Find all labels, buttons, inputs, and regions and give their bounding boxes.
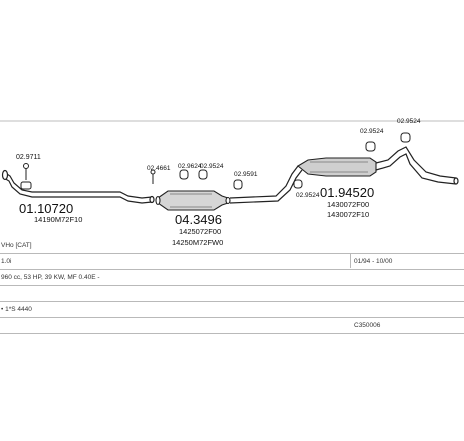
label-rear-oem-1: 1430072F00 [327, 200, 369, 209]
label-rear-clamp-low: 02.9524 [296, 192, 320, 199]
table-row-empty [0, 286, 464, 302]
table-row-specs: 960 cc, 53 HP, 39 KW, MF 0.40E - [0, 270, 464, 286]
cell-engine: 1.0i [1, 258, 12, 265]
catalytic-converter [155, 190, 231, 211]
rear-clamp-top-icon [365, 141, 376, 152]
cat-clamp-right-icon [198, 169, 208, 180]
label-rear-clamp-top: 02.9524 [360, 128, 384, 135]
front-clamp-icon [20, 163, 32, 190]
cell-specs: 960 cc, 53 HP, 39 KW, MF 0.40E - [1, 274, 100, 281]
label-rear-code: 01.94520 [320, 185, 374, 200]
label-rear-oem-2: 1430072F10 [327, 210, 369, 219]
label-cat-oem-2: 14250M72FW0 [172, 238, 223, 247]
tail-pipe [375, 146, 459, 185]
table-row-note: • 1*S 4440 [0, 302, 464, 318]
cell-reference: C350006 [354, 322, 381, 329]
label-tail-clamp: 02.9524 [397, 118, 421, 125]
vehicle-info-table: VHo [CAT] 1.0i 01/94 - 10/00 960 cc, 53 … [0, 238, 464, 334]
label-cat-oem-1: 1425072F00 [179, 227, 221, 236]
cell-model: VHo [CAT] [1, 242, 32, 249]
label-cat-clamp-left: 02.9624 [178, 163, 202, 170]
label-cat-code: 04.3496 [175, 212, 222, 227]
tail-clamp-icon [400, 132, 411, 143]
rear-clamp-low-icon [293, 179, 303, 189]
cat-clamp-left-icon [179, 169, 189, 180]
front-pipe [1, 169, 155, 204]
label-front-pipe-code: 01.10720 [19, 201, 73, 216]
mid-clamp-icon [233, 179, 243, 190]
table-column-divider [350, 253, 351, 268]
label-mid-clamp: 02.9591 [234, 171, 258, 178]
cat-bolt-icon [150, 169, 156, 184]
middle-pipe [229, 165, 303, 204]
cell-years: 01/94 - 10/00 [354, 258, 393, 265]
table-row-engine: 1.0i 01/94 - 10/00 [0, 254, 464, 270]
label-cat-clamp-right: 02.9524 [200, 163, 224, 170]
cell-note: • 1*S 4440 [1, 306, 32, 313]
table-row-reference: C350006 [0, 318, 464, 334]
table-row-model: VHo [CAT] [0, 238, 464, 254]
rear-muffler [297, 157, 377, 177]
label-front-pipe-oem: 14190M72F10 [34, 215, 82, 224]
label-cat-bolt: 02.4661 [147, 165, 171, 172]
label-front-clamp: 02.9711 [16, 154, 41, 161]
